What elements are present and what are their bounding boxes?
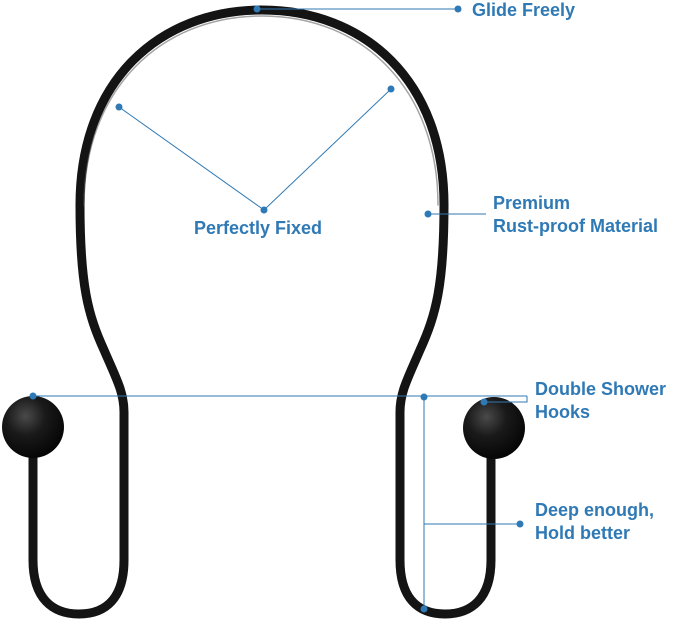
right-ball-end — [463, 397, 525, 459]
dot-deep-bottom — [420, 605, 428, 613]
dot-glide-freely — [253, 5, 261, 13]
dot-perfectly-fixed-center — [260, 206, 268, 214]
hook-wire-highlight — [83, 15, 439, 206]
label-perfectly-fixed: Perfectly Fixed — [194, 218, 323, 238]
dot-perfectly-fixed-left — [115, 103, 123, 111]
dot-deep-top — [420, 393, 428, 401]
label-deep-enough-line1: Deep enough, — [535, 500, 655, 520]
leader-perfectly-fixed — [118, 88, 392, 211]
dot-double-hooks-left — [29, 392, 37, 400]
dot-glide-freely-end — [454, 5, 462, 13]
label-premium-line1: Premium — [493, 193, 571, 213]
label-premium-line2: Rust-proof Material — [493, 216, 659, 236]
hook-wire — [28, 5, 496, 619]
dot-perfectly-fixed-right — [387, 85, 395, 93]
left-ball-end — [2, 396, 64, 458]
dot-double-hooks-right — [480, 398, 488, 406]
double-hook-body — [2, 5, 525, 619]
label-double-hooks-line2: Hooks — [535, 402, 591, 422]
dot-deep-right — [516, 520, 524, 528]
label-deep-enough-line2: Hold better — [535, 523, 631, 543]
label-double-hooks-line1: Double Shower — [535, 379, 667, 399]
callout-leaders — [29, 5, 528, 613]
leader-double-hooks-right — [484, 396, 528, 403]
label-glide-freely: Glide Freely — [472, 0, 576, 20]
dot-premium — [424, 210, 432, 218]
